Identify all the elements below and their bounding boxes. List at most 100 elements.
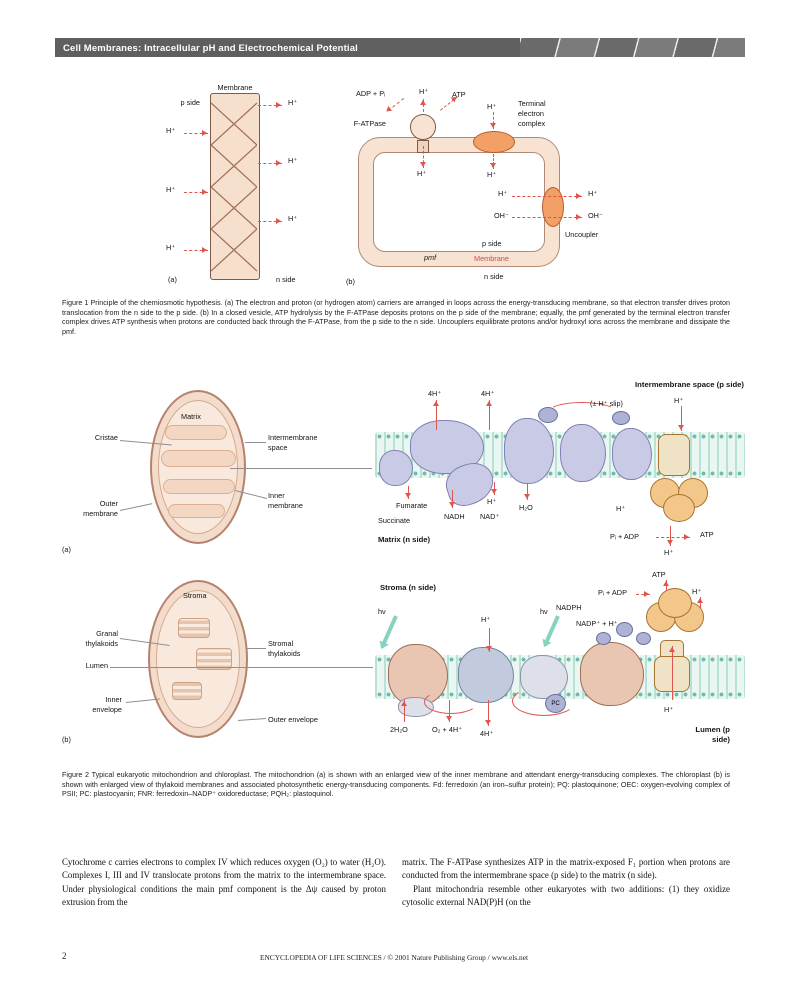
fig1b-vesicle-interior [373, 152, 545, 252]
proton-label: H⁺ [616, 504, 626, 513]
fig1b-panel-tag: (b) [346, 277, 355, 286]
proton-arrow [258, 160, 282, 166]
proton-label: H⁺ [481, 615, 491, 624]
fig1b-proton-label: H⁺ [487, 102, 497, 111]
article-title: Cell Membranes: Intracellular pH and Ele… [63, 42, 358, 54]
fig1b-etc-label-line3: complex [518, 119, 546, 128]
fig1b-atp-label: ATP [452, 90, 466, 99]
proton-label: H⁺ [664, 548, 674, 557]
granum-stack [196, 648, 232, 670]
substrate-arrow [404, 486, 411, 499]
water-label: 2H₂O [390, 725, 408, 734]
fig2a-pside-title: Intermembrane space (p side) [635, 380, 744, 389]
zoom-link-line [110, 667, 373, 668]
pointer-line [245, 442, 266, 443]
cytochrome-c [612, 411, 630, 425]
proton-arrow [184, 189, 208, 195]
fig2b-stromal-label2: thylakoids [268, 649, 301, 658]
proton-label: H⁺ [674, 396, 684, 405]
light-label: hν [540, 607, 548, 616]
proton-arrow [666, 526, 673, 546]
fig1b-proton-label: H⁺ [419, 87, 429, 96]
substrate-arrow [490, 482, 497, 495]
fumarate-label: Fumarate [396, 501, 428, 510]
fig1a-membrane-label: Membrane [217, 83, 253, 92]
fig1a-proton-label: H⁺ [288, 98, 298, 107]
complex-IV [560, 424, 606, 482]
proton-slip-label: (± H⁺ slip) [590, 399, 623, 408]
fig1a-panel-tag: (a) [168, 275, 177, 284]
pointer-line [237, 718, 266, 721]
fig1a-n-side-label: n side [276, 275, 296, 284]
atp-label: ATP [652, 570, 666, 579]
fig2a-panel-tag: (a) [62, 545, 71, 554]
fig1b-membrane-vesicle [358, 137, 560, 267]
fig2a-cristae-label: Cristae [94, 433, 118, 442]
fig1a-proton-label: H⁺ [288, 156, 298, 165]
proton-label: H⁺ [692, 587, 702, 596]
fig2a-matrix-label: Matrix [181, 412, 201, 421]
figure1-caption: Figure 1 Principle of the chemiosmotic h… [62, 298, 730, 337]
fig1b-electron-transfer-complex [473, 131, 515, 153]
fig1a-p-side-label: p side [180, 98, 200, 107]
fig1a-proton-label: H⁺ [166, 185, 176, 194]
fig2b-stromal-label1: Stromal [268, 639, 294, 648]
substrate-arrow [387, 97, 405, 112]
fig2b-inner-envelope-label2: envelope [92, 705, 122, 714]
fig1b-f-atpase [410, 114, 436, 140]
fig1a-proton-label: H⁺ [166, 243, 176, 252]
fig1b-adp-pi-label: ADP + Pᵢ [356, 89, 386, 98]
header-stripes-decoration [520, 38, 745, 57]
fig1a-proton-label: H⁺ [288, 214, 298, 223]
fig1b-hydroxyl-label: OH⁻ [588, 211, 603, 220]
nadph-label: NADPH [556, 603, 582, 612]
pumped-protons-label: 4H⁺ [428, 389, 442, 398]
complex-I [410, 420, 484, 474]
fig2b-stroma-label: Stroma [183, 591, 207, 600]
fig1a-membrane-bar [210, 93, 260, 280]
granum-stack [178, 618, 210, 638]
light-arrow [380, 615, 398, 648]
crista-shape [163, 479, 235, 494]
fig1b-atpase-label: F-ATPase [353, 119, 386, 128]
fig2a-inner-membrane-label2: membrane [268, 501, 303, 510]
light-label: hν [378, 607, 386, 616]
fig1b-hydroxyl-label: OH⁻ [494, 211, 509, 220]
fig2a-outer-membrane-label2: membrane [83, 509, 118, 518]
fig2b-inner-envelope-label1: Inner [105, 695, 122, 704]
complex-II [379, 450, 413, 486]
fig1b-p-side-label: p side [482, 239, 502, 248]
pi-adp-label: Pᵢ + ADP [598, 588, 627, 597]
proton-arrow [484, 700, 491, 726]
cf0-ring [654, 656, 690, 692]
pumped-protons-label: 4H⁺ [480, 729, 494, 738]
fig2b-lumen-title1: Lumen (p [695, 725, 730, 734]
atp-arrow [656, 534, 690, 540]
crista-shape [165, 425, 227, 440]
nad-label: NAD⁺ [480, 512, 500, 521]
nadh-label: NADH [444, 512, 465, 521]
zoom-link-line [230, 468, 372, 469]
fnr-enzyme [636, 632, 651, 645]
fig2b-panel-tag: (b) [62, 735, 71, 744]
body-column-right: matrix. The F-ATPase synthesizes ATP in … [402, 856, 730, 909]
fig2b-granal-label1: Granal [96, 629, 118, 638]
fig1b-f0-channel [417, 140, 429, 153]
pi-adp-label: Pᵢ + ADP [610, 532, 639, 541]
page-number: 2 [62, 951, 67, 961]
oxygen-protons-label: O₂ + 4H⁺ [432, 725, 463, 734]
fig1b-n-side-label: n side [484, 272, 504, 281]
fig1a-proton-label: H⁺ [166, 126, 176, 135]
figure2-caption: Figure 2 Typical eukaryotic mitochondrio… [62, 770, 730, 799]
proton-arrow [419, 99, 426, 112]
fig1b-membrane-label: Membrane [474, 254, 509, 263]
pointer-line [119, 503, 153, 511]
proton-arrow [184, 130, 208, 136]
proton-label: H⁺ [487, 497, 497, 506]
fig1b-pmf-label: pmf [424, 253, 437, 262]
ferredoxin [616, 622, 633, 637]
succinate-label: Succinate [378, 516, 411, 525]
fig2b-granal-label2: thylakoids [85, 639, 118, 648]
proton-arrow [489, 112, 496, 129]
